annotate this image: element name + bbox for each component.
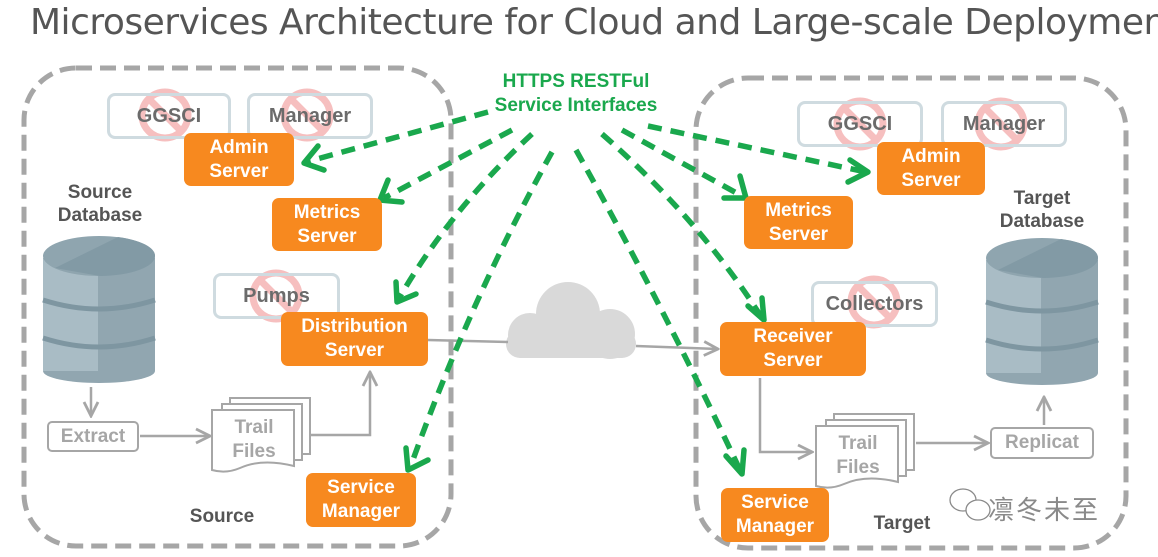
- service-label: Server: [768, 223, 829, 245]
- service-label: Metrics: [765, 199, 832, 221]
- trail-label: Files: [232, 441, 276, 462]
- legacy-pumps: Pumps: [213, 273, 340, 319]
- extract-process[interactable]: Extract: [47, 421, 139, 452]
- db-label: Source: [67, 182, 133, 203]
- service-label: Admin: [209, 136, 269, 158]
- service-label: Service: [327, 477, 395, 498]
- target-region-label: Target: [873, 513, 931, 534]
- legacy-label: Pumps: [243, 285, 310, 307]
- source-trail-files-icon: [211, 397, 311, 473]
- target-database-icon: [985, 238, 1099, 385]
- source-region-border: [21, 65, 454, 549]
- trail-label: Trail: [838, 433, 878, 454]
- service-label: Server: [297, 225, 357, 247]
- arrowhead-icon: [403, 445, 431, 473]
- trail-label: Trail: [234, 417, 274, 438]
- source-region-label: Source: [189, 506, 255, 527]
- arrow-to-source-admin: [305, 109, 489, 165]
- arrow-to-source-service-manager: [407, 150, 555, 469]
- source-database-icon: [42, 236, 156, 383]
- target-region-border: [693, 75, 1129, 551]
- arrow-to-source-distribution: [395, 131, 534, 302]
- arrowhead-icon: [845, 157, 871, 185]
- legacy-label: GGSCI: [136, 105, 202, 127]
- service-label: Receiver: [753, 326, 833, 347]
- service-label: Manager: [321, 501, 401, 522]
- db-label: Database: [999, 211, 1085, 232]
- arrow-to-target-service-manager: [573, 148, 743, 472]
- interface-arrowheads: [301, 143, 871, 477]
- service-label: Metrics: [293, 201, 361, 223]
- target-trail-files-icon: [815, 413, 915, 489]
- service-label: Server: [763, 350, 823, 371]
- legacy-label: Manager: [268, 105, 352, 127]
- legacy-manager-source: Manager: [247, 93, 373, 139]
- process-label: Replicat: [1005, 432, 1079, 453]
- legacy-collectors: Collectors: [811, 281, 938, 327]
- legacy-label: Collectors: [825, 293, 924, 315]
- wechat-icon: [949, 488, 991, 521]
- legacy-ggsci-target: GGSCI: [797, 101, 923, 147]
- arrowhead-icon: [301, 143, 327, 173]
- arrow-to-source-metrics: [382, 127, 514, 201]
- legacy-manager-target: Manager: [941, 101, 1067, 147]
- service-label: Server: [209, 160, 269, 182]
- service-label: Distribution: [301, 316, 408, 337]
- legacy-ggsci-source: GGSCI: [107, 93, 231, 139]
- service-label: Manager: [735, 516, 815, 537]
- service-label: Service: [741, 492, 809, 513]
- arrowhead-icon: [723, 447, 747, 477]
- interfaces-label-line: Service Interfaces: [494, 95, 658, 116]
- interface-arrows: [305, 109, 867, 472]
- replicat-process[interactable]: Replicat: [990, 427, 1094, 459]
- arrowhead-icon: [745, 295, 767, 323]
- arrow-to-target-admin: [647, 123, 867, 175]
- trail-label: Files: [836, 457, 880, 478]
- arrowhead-icon: [393, 279, 419, 305]
- legacy-label: Manager: [962, 113, 1046, 135]
- service-label: Admin: [901, 145, 961, 167]
- service-label: Server: [324, 340, 385, 361]
- db-label: Database: [57, 205, 143, 226]
- legacy-label: GGSCI: [827, 113, 893, 135]
- interfaces-label-line: HTTPS RESTFul: [502, 71, 650, 92]
- db-label: Target: [1013, 188, 1071, 209]
- diagram-title: Microservices Architecture for Cloud and…: [30, 2, 1158, 43]
- data-flow-lines: [91, 338, 1044, 452]
- service-label: Server: [901, 169, 961, 191]
- arrow-to-target-receiver: [600, 131, 765, 320]
- cloud-icon: [506, 282, 636, 359]
- watermark-text: 凛冬未至: [988, 496, 1101, 526]
- process-label: Extract: [60, 425, 126, 447]
